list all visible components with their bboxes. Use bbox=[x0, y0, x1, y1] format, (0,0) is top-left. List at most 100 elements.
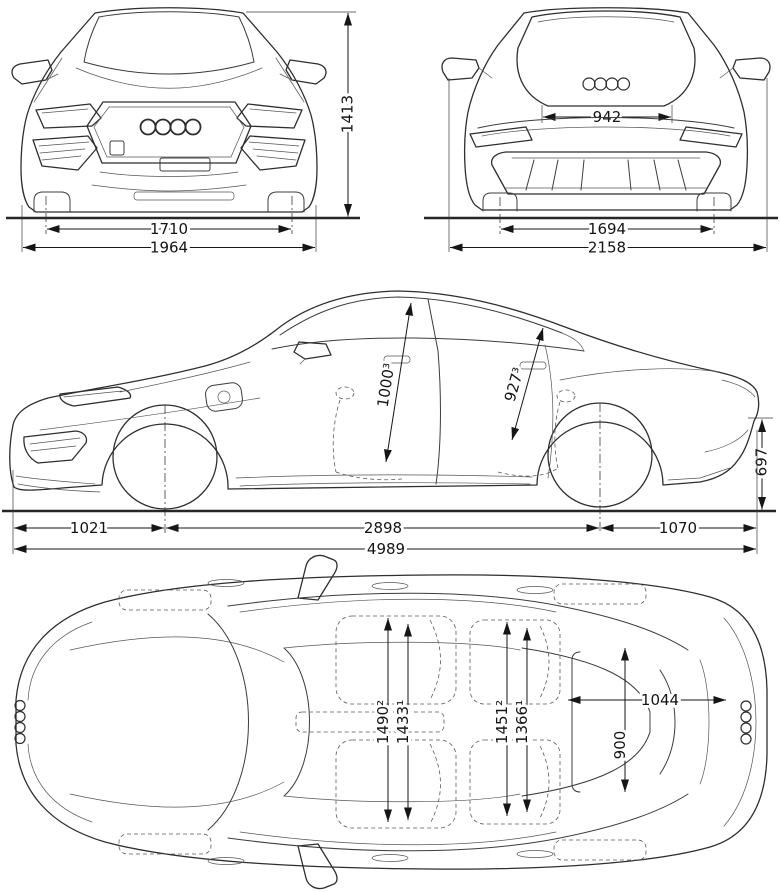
front-fender-crease-right bbox=[275, 57, 305, 103]
side-splitter-line2 bbox=[17, 483, 101, 493]
side-headlight bbox=[59, 386, 132, 407]
front-hood-line bbox=[75, 67, 263, 89]
rear-lightbar-upper bbox=[477, 117, 735, 129]
dim-front-interior-width-b: 1433¹ bbox=[394, 700, 412, 744]
side-front-headroom-arrow bbox=[383, 302, 414, 463]
dim-front-overall-height: 1413 bbox=[339, 95, 357, 133]
front-intake-right bbox=[240, 135, 306, 171]
side-rocker-line2 bbox=[239, 482, 531, 487]
rear-view: 942 1694 2158 bbox=[424, 7, 778, 260]
top-hood-crease-lower bbox=[69, 781, 285, 808]
side-view: 1000³ 927³ 697 1021 2898 1070 4989 bbox=[2, 290, 776, 561]
rear-body-outline bbox=[463, 7, 749, 211]
front-bumper-crease bbox=[99, 171, 239, 177]
top-mirror-upper bbox=[297, 554, 338, 601]
side-door-handle-front bbox=[383, 355, 411, 364]
rear-lamp-left bbox=[469, 126, 533, 148]
side-surface-line-front bbox=[39, 397, 261, 431]
front-view: 1413 1710 1964 bbox=[6, 7, 360, 260]
audi-rings-icon bbox=[14, 699, 26, 745]
side-rear-diffuser-line bbox=[667, 467, 731, 481]
front-bumper-lower-line bbox=[91, 184, 247, 192]
dim-wheelbase: 2898 bbox=[364, 519, 402, 537]
dim-overall-length: 4989 bbox=[367, 540, 405, 558]
front-plate-recess bbox=[159, 157, 211, 172]
top-blade-line-lower bbox=[239, 831, 557, 846]
front-headlight-right bbox=[236, 103, 303, 129]
top-view: 1490² 1433¹ 1451² 1366¹ 1044 900 bbox=[14, 554, 768, 890]
side-rear-headroom-arrow bbox=[511, 327, 544, 441]
top-rear-window bbox=[521, 647, 651, 797]
side-mirror bbox=[293, 341, 332, 365]
audi-rings-icon bbox=[740, 700, 752, 745]
audi-rings-icon bbox=[582, 77, 631, 91]
front-body-outline bbox=[20, 7, 318, 213]
front-roof-inner-line bbox=[98, 11, 240, 18]
front-cowl-line bbox=[83, 61, 255, 75]
top-trunk-lid-edge bbox=[659, 669, 676, 775]
rear-mirror-left bbox=[441, 57, 493, 81]
top-door-handle-5 bbox=[371, 854, 409, 862]
front-fender-crease-left bbox=[33, 57, 63, 103]
rear-window bbox=[516, 10, 696, 107]
top-door-handle-3 bbox=[516, 586, 554, 594]
side-front-intake bbox=[23, 430, 88, 464]
side-body-outline bbox=[9, 290, 760, 491]
rear-window-inner bbox=[537, 16, 675, 23]
rear-lightbar-lower bbox=[481, 126, 731, 137]
side-taillight-line bbox=[721, 379, 756, 398]
front-intake-left bbox=[32, 135, 98, 171]
dim-rear-width-incl-mirrors: 2158 bbox=[588, 239, 626, 257]
side-roofline-inner bbox=[279, 296, 563, 336]
side-splitter-line1 bbox=[15, 475, 96, 485]
dim-rear-end-height: 697 bbox=[753, 448, 771, 477]
front-headlight-left bbox=[35, 103, 102, 129]
front-a-pillar-right bbox=[238, 16, 255, 63]
top-hood-crease-upper bbox=[69, 636, 285, 663]
top-nose-contour-lower bbox=[27, 743, 93, 823]
side-quarter-window-close bbox=[561, 332, 585, 352]
side-rear-door-cut bbox=[544, 344, 554, 479]
top-door-handle-6 bbox=[516, 850, 554, 858]
side-haunch-line bbox=[559, 368, 721, 381]
top-mirror-lower bbox=[297, 843, 338, 890]
rear-wheel-left bbox=[482, 192, 518, 212]
front-grille bbox=[86, 101, 252, 164]
top-cpillar-line-upper bbox=[227, 592, 689, 651]
side-b-pillar bbox=[427, 298, 441, 485]
top-rear-bumper-inner bbox=[723, 617, 757, 827]
top-roof-side-upper bbox=[283, 641, 521, 651]
top-seats-dashed bbox=[295, 615, 561, 829]
dim-rear-overhang: 1070 bbox=[659, 519, 697, 537]
front-sensor-box bbox=[109, 140, 125, 156]
side-charge-port bbox=[205, 382, 243, 412]
top-door-handle-1 bbox=[207, 579, 245, 587]
dim-front-interior-width-a: 1490² bbox=[374, 700, 392, 744]
front-wheel-left bbox=[33, 191, 71, 213]
top-cpillar-line-lower bbox=[227, 793, 689, 852]
top-roof-side-lower bbox=[283, 793, 521, 803]
front-mirror-right bbox=[279, 59, 327, 85]
top-door-handle-2 bbox=[371, 582, 409, 590]
dim-rear-track-width: 1694 bbox=[588, 220, 626, 238]
dim-front-body-width: 1964 bbox=[150, 239, 188, 257]
top-trunk-opening bbox=[571, 651, 710, 793]
audi-rings-icon bbox=[139, 118, 202, 136]
top-roof-front-edge bbox=[283, 647, 310, 797]
side-rear-bumper-crease bbox=[704, 429, 749, 453]
dim-rear-interior-width-a: 1451² bbox=[493, 700, 511, 744]
top-blade-line-upper bbox=[239, 598, 557, 613]
dim-front-headroom: 1000³ bbox=[374, 362, 399, 408]
dim-rear-tailgate-width: 942 bbox=[593, 108, 622, 126]
rear-wheel-right bbox=[696, 192, 732, 212]
rear-diffuser bbox=[490, 151, 722, 195]
side-fender-crease bbox=[119, 361, 251, 393]
dim-front-track-width: 1710 bbox=[150, 220, 188, 238]
top-nose-contour-upper bbox=[27, 621, 93, 701]
front-mirror-left bbox=[11, 59, 59, 85]
front-lower-slot bbox=[133, 191, 235, 201]
front-a-pillar-left bbox=[83, 16, 100, 63]
rear-mirror-right bbox=[719, 57, 771, 81]
